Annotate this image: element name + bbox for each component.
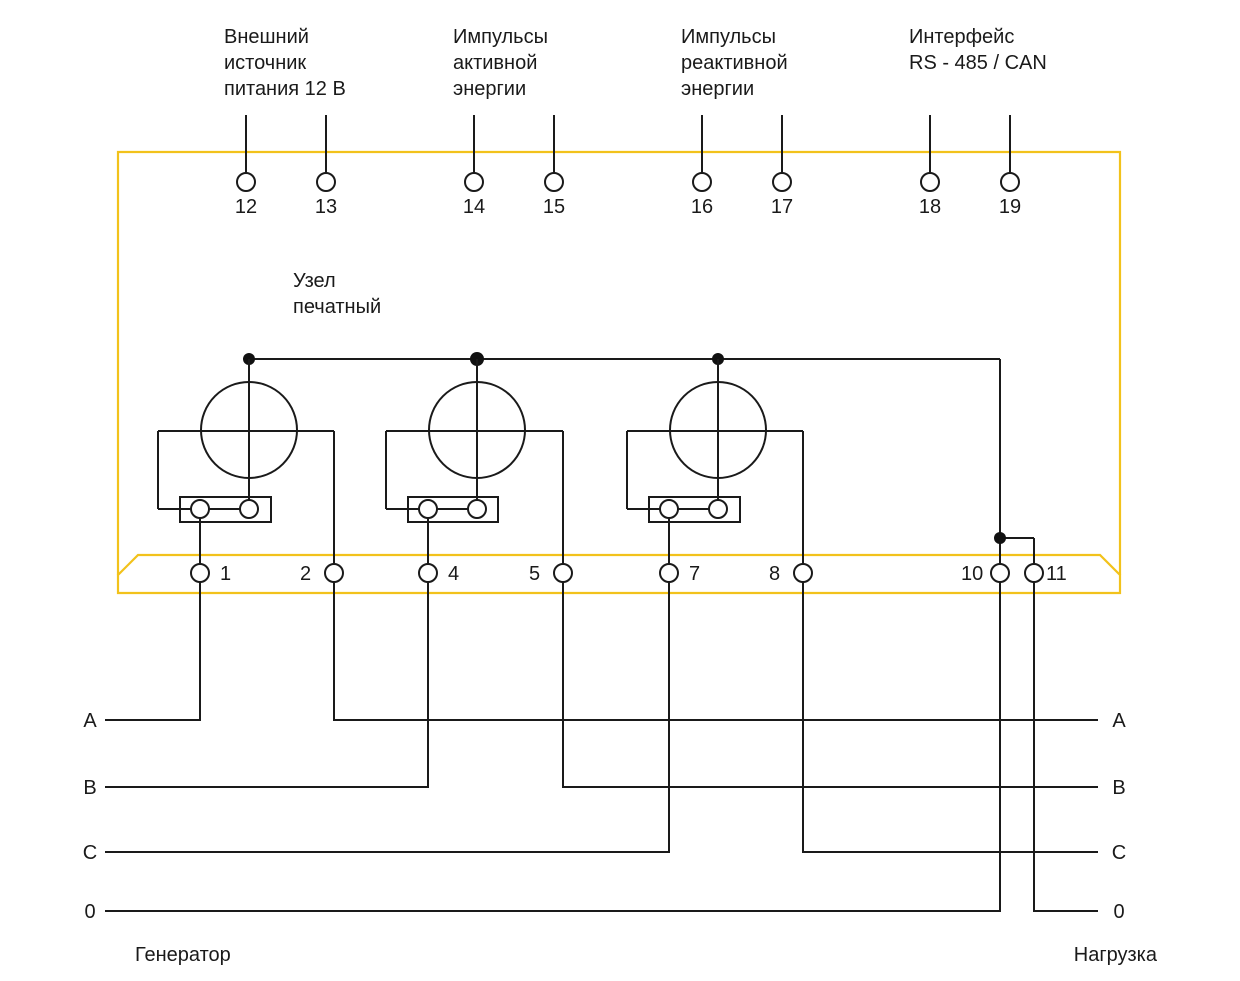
terminal-17 (772, 172, 792, 192)
line-label-c: C (83, 842, 97, 864)
svg-text:энергии: энергии (681, 78, 754, 100)
line-label-b: B (1112, 777, 1125, 799)
terminal-13 (316, 172, 336, 192)
terminal-8 (793, 563, 813, 583)
line-labels-load: A B C 0 (1112, 710, 1127, 923)
line-label-a: A (1112, 710, 1126, 732)
terminal-label-15: 15 (543, 196, 565, 218)
label-interface: Интерфейс RS - 485 / CAN (909, 26, 1047, 74)
terminal-15 (544, 172, 564, 192)
terminal-14 (464, 172, 484, 192)
terminal-label-18: 18 (919, 196, 941, 218)
measuring-element-phase-c (626, 359, 804, 565)
svg-text:энергии: энергии (453, 78, 526, 100)
terminal-label-16: 16 (691, 196, 713, 218)
terminal-label-14: 14 (463, 196, 485, 218)
label-external-power: Внешний источник питания 12 В (224, 26, 346, 100)
line-label-b: B (83, 777, 96, 799)
terminal-18 (920, 172, 940, 192)
line-label-a: A (83, 710, 97, 732)
svg-text:Импульсы: Импульсы (681, 26, 776, 48)
label-active-energy-pulses: Импульсы активной энергии (453, 26, 548, 100)
line-label-0: 0 (1113, 901, 1124, 923)
svg-text:Импульсы: Импульсы (453, 26, 548, 48)
terminal-2 (324, 563, 344, 583)
svg-text:RS - 485 / CAN: RS - 485 / CAN (909, 52, 1047, 74)
terminal-label-2: 2 (300, 563, 311, 585)
svg-text:печатный: печатный (293, 296, 381, 318)
bottom-terminals: 1 2 4 5 7 8 10 11 (190, 563, 1067, 585)
terminal-label-19: 19 (999, 196, 1021, 218)
junction-dot (994, 532, 1006, 544)
terminal-label-4: 4 (448, 563, 459, 585)
terminal-16 (692, 172, 712, 192)
terminal-label-13: 13 (315, 196, 337, 218)
svg-text:реактивной: реактивной (681, 52, 788, 74)
external-wiring (105, 582, 1098, 912)
top-terminals: 12 13 14 15 16 17 18 19 (235, 115, 1021, 218)
terminal-label-17: 17 (771, 196, 793, 218)
label-printed-board: Узел печатный (293, 270, 381, 318)
measuring-element-phase-b (385, 359, 564, 565)
svg-text:Внешний: Внешний (224, 26, 309, 48)
svg-text:Интерфейс: Интерфейс (909, 26, 1014, 48)
svg-text:активной: активной (453, 52, 537, 74)
terminal-label-12: 12 (235, 196, 257, 218)
line-label-0: 0 (84, 901, 95, 923)
terminal-4 (418, 563, 438, 583)
meter-housing (116, 150, 1122, 595)
terminal-7 (659, 563, 679, 583)
terminal-label-1: 1 (220, 563, 231, 585)
terminal-label-10: 10 (961, 563, 983, 585)
terminal-label-5: 5 (529, 563, 540, 585)
terminal-label-11: 11 (1046, 563, 1067, 585)
label-reactive-energy-pulses: Импульсы реактивной энергии (681, 26, 788, 100)
terminal-12 (236, 172, 256, 192)
line-labels-generator: A B C 0 (83, 710, 98, 923)
terminal-10 (990, 563, 1010, 583)
terminal-label-7: 7 (689, 563, 700, 585)
terminal-label-8: 8 (769, 563, 780, 585)
voltage-bus (243, 352, 1035, 565)
terminal-11 (1024, 563, 1044, 583)
terminal-5 (553, 563, 573, 583)
line-label-c: C (1112, 842, 1126, 864)
terminal-1 (190, 563, 210, 583)
svg-text:источник: источник (224, 52, 306, 74)
svg-text:питания 12 В: питания 12 В (224, 78, 346, 100)
terminal-19 (1000, 172, 1020, 192)
label-generator: Генератор (135, 944, 231, 966)
measuring-element-phase-a (157, 359, 335, 565)
svg-text:Узел: Узел (293, 270, 336, 292)
label-load: Нагрузка (1074, 944, 1158, 966)
